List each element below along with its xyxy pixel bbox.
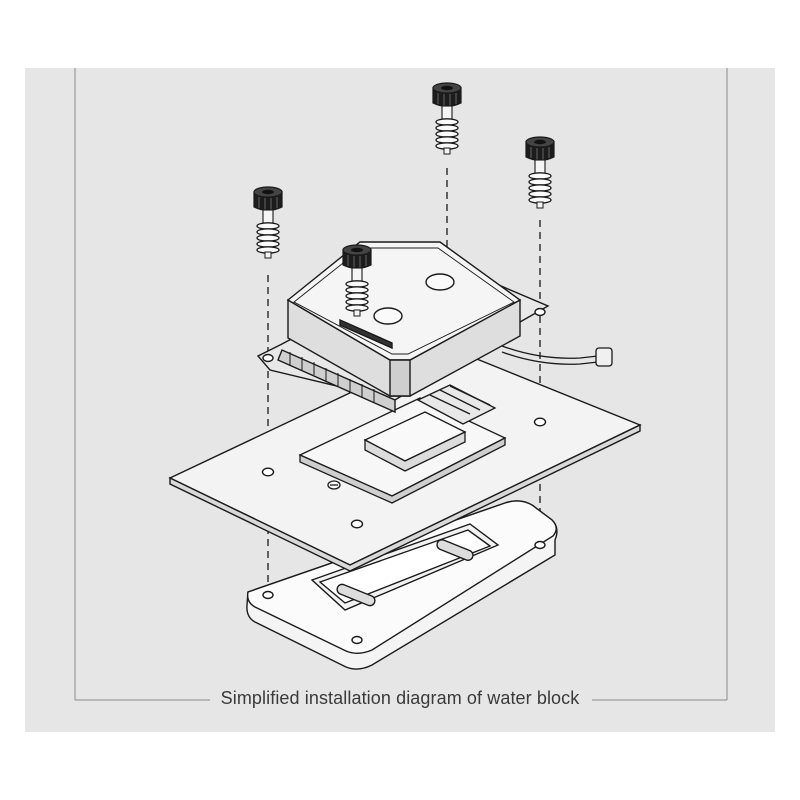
sensor-cable (501, 345, 613, 367)
caption-text: Simplified installation diagram of water… (216, 688, 584, 708)
screw-back-left (432, 82, 462, 155)
water-block (256, 241, 550, 414)
figure-caption: Simplified installation diagram of water… (0, 688, 800, 709)
backplate (246, 500, 558, 670)
cpu (363, 411, 467, 472)
screw-front-left (253, 186, 283, 259)
figure-frame (74, 68, 728, 701)
screw-back-right (525, 136, 555, 209)
